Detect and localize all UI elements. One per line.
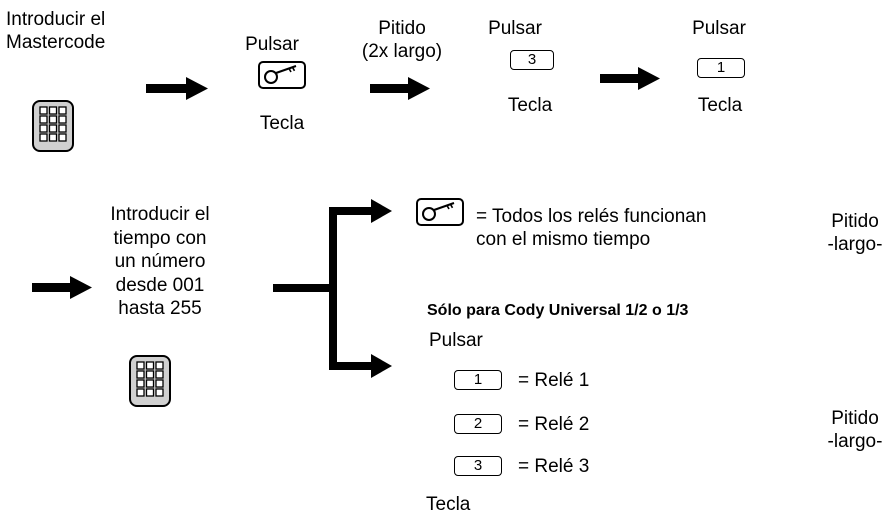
key-icon bbox=[416, 198, 464, 226]
button-1: 1 bbox=[697, 58, 745, 78]
option-press-label: Pulsar bbox=[429, 330, 483, 351]
button-relay-3: 3 bbox=[454, 456, 502, 476]
keypad-icon bbox=[32, 100, 74, 152]
cody-universal-heading: Sólo para Cody Universal 1/2 o 1/3 bbox=[427, 302, 689, 319]
step2-key-label: Tecla bbox=[259, 113, 305, 134]
flow-arrow-3 bbox=[600, 67, 660, 90]
flow-arrow-4 bbox=[32, 276, 92, 299]
all-relays-description: = Todos los relés funcionan con el mismo… bbox=[476, 206, 707, 250]
option-key-label: Tecla bbox=[426, 494, 471, 515]
button-3: 3 bbox=[510, 50, 554, 70]
branch-connector bbox=[273, 199, 392, 378]
mastercode-instruction: Introducir el Mastercode bbox=[6, 9, 106, 53]
button-relay-1: 1 bbox=[454, 370, 502, 390]
relay-1-label: = Relé 1 bbox=[518, 370, 590, 391]
key-icon bbox=[258, 61, 306, 89]
beep-label-2: Pitido -largo- bbox=[827, 211, 883, 255]
flow-arrow-2 bbox=[370, 77, 430, 100]
beep-label-1: Pitido (2x largo) bbox=[361, 18, 443, 62]
step4-press-label: Pulsar bbox=[692, 18, 746, 39]
step4-key-label: Tecla bbox=[697, 95, 743, 116]
step2-press-label: Pulsar bbox=[245, 34, 299, 55]
step3-key-label: Tecla bbox=[507, 95, 553, 116]
flow-arrow-1 bbox=[146, 77, 208, 100]
button-relay-2: 2 bbox=[454, 414, 502, 434]
step3-press-label: Pulsar bbox=[488, 18, 542, 39]
relay-3-label: = Relé 3 bbox=[518, 456, 590, 477]
time-instruction: Introducir el tiempo con un número desde… bbox=[110, 204, 210, 319]
beep-label-3: Pitido -largo- bbox=[827, 408, 883, 452]
keypad-icon bbox=[129, 355, 171, 407]
relay-2-label: = Relé 2 bbox=[518, 414, 590, 435]
